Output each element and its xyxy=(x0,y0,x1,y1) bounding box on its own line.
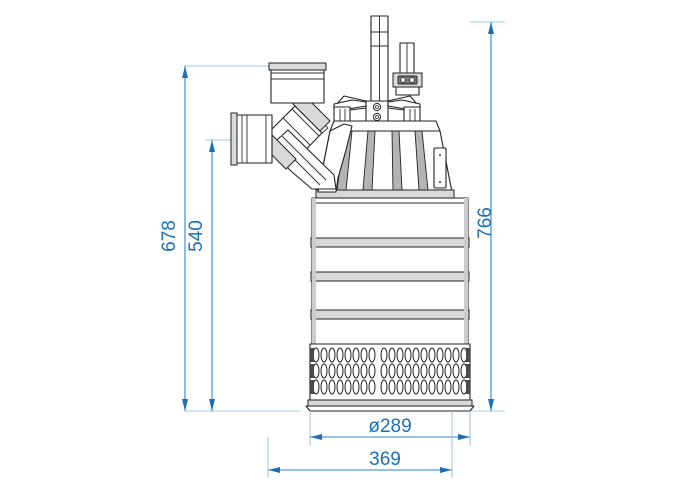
dimension-369: 369 xyxy=(267,411,453,478)
dimension-label-678: 678 xyxy=(159,220,180,252)
strainer-screen xyxy=(309,343,471,403)
dimension-766: 766 xyxy=(470,21,505,412)
dimension-label-289: ø289 xyxy=(368,416,411,437)
dimension-label-766: 766 xyxy=(475,207,496,239)
motor-top-plate xyxy=(333,95,421,124)
riser-pipe xyxy=(268,62,327,104)
base-plate xyxy=(305,399,475,412)
dimension-289: ø289 xyxy=(309,411,471,446)
dimension-label-369: 369 xyxy=(369,449,401,470)
outlet-flange xyxy=(230,112,273,166)
finned-housing xyxy=(315,120,455,199)
lifting-post-tall xyxy=(370,15,389,102)
dimension-540: 540 xyxy=(186,139,290,411)
lifting-post-short xyxy=(392,42,423,96)
cylindrical-body xyxy=(310,197,470,345)
dimension-label-540: 540 xyxy=(186,220,207,252)
strainer-slot-pattern xyxy=(310,347,470,395)
dimension-678: 678 xyxy=(159,65,300,412)
